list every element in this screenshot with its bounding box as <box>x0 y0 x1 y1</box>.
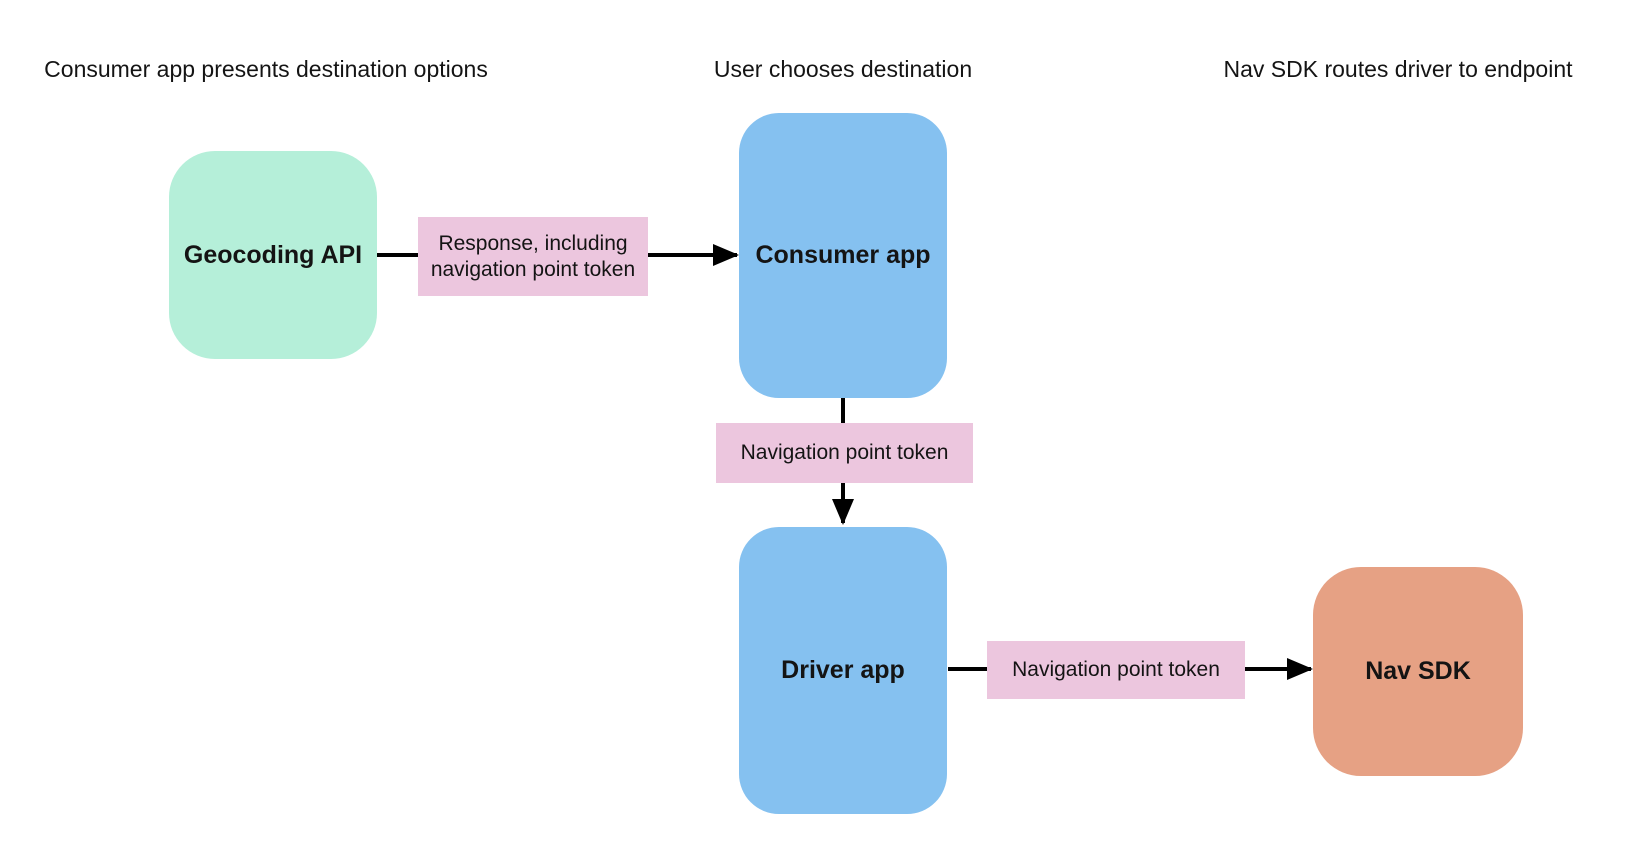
node-consumer-app: Consumer app <box>739 113 947 398</box>
edge-label-navigation-point-token-2: Navigation point token <box>987 641 1245 699</box>
edge-label-navigation-point-token-1: Navigation point token <box>716 423 973 483</box>
column-heading-consumer-presents: Consumer app presents destination option… <box>44 56 488 82</box>
node-nav-sdk: Nav SDK <box>1313 567 1523 776</box>
node-geocoding-api: Geocoding API <box>169 151 377 359</box>
node-driver-app: Driver app <box>739 527 947 814</box>
edge-label-response-including-token: Response, including navigation point tok… <box>418 217 648 296</box>
column-heading-nav-sdk-routes: Nav SDK routes driver to endpoint <box>1223 56 1573 82</box>
column-heading-user-chooses: User chooses destination <box>713 56 973 82</box>
